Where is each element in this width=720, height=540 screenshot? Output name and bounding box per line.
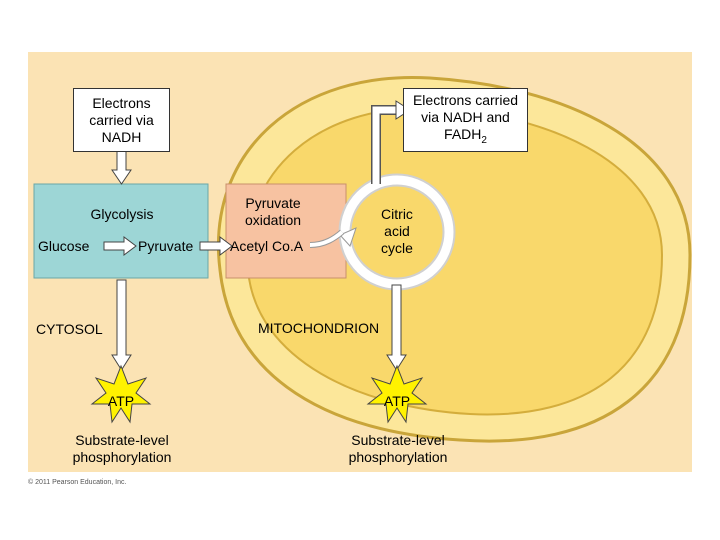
pyruvate-to-acetyl-arrow	[199, 236, 233, 256]
cycle-arrowhead	[339, 227, 357, 247]
cycle-to-atp-arrow	[386, 284, 407, 371]
pyruvate-oxidation-box	[225, 183, 347, 279]
cytosol-label: CYTOSOL	[36, 321, 103, 337]
atp-star-right	[366, 364, 428, 424]
atp-left-label: ATP	[107, 393, 135, 409]
glycolysis-to-atp-arrow	[111, 279, 132, 371]
glycolysis-box	[33, 183, 209, 279]
atp-right-label: ATP	[383, 393, 411, 409]
electrons-nadh-box: Electrons carried via NADH	[73, 88, 170, 152]
atp-star-left	[90, 364, 152, 424]
glucose-to-pyruvate-arrow	[103, 236, 137, 256]
substrate-right-label: Substrate-level phosphorylation	[348, 432, 448, 465]
copyright-notice: © 2011 Pearson Education, Inc.	[28, 479, 127, 486]
substrate-left-label: Substrate-level phosphorylation	[72, 432, 172, 465]
citric-acid-cycle-label: Citric acid cycle	[381, 206, 413, 256]
mitochondrion-inner	[246, 106, 664, 416]
electrons-nadh-fadh-box: Electrons carried via NADH and FADH2	[403, 88, 528, 152]
nadh-left-arrow	[111, 149, 132, 185]
electrons-nadh-label: Electrons carried via NADH	[89, 94, 154, 145]
electrons-nadh-fadh-label: Electrons carried via NADH and FADH	[412, 91, 519, 142]
pyruvate-label: Pyruvate	[138, 238, 194, 254]
mitochondrion-label: MITOCHONDRION	[258, 320, 380, 336]
pyruvate-oxidation-label: Pyruvate oxidation	[244, 195, 302, 228]
glucose-label: Glucose	[38, 238, 90, 254]
glycolysis-label: Glycolysis	[90, 206, 154, 222]
fadh-subscript: 2	[481, 134, 487, 146]
acetyl-coa-label: Acetyl Co.A	[230, 238, 304, 254]
